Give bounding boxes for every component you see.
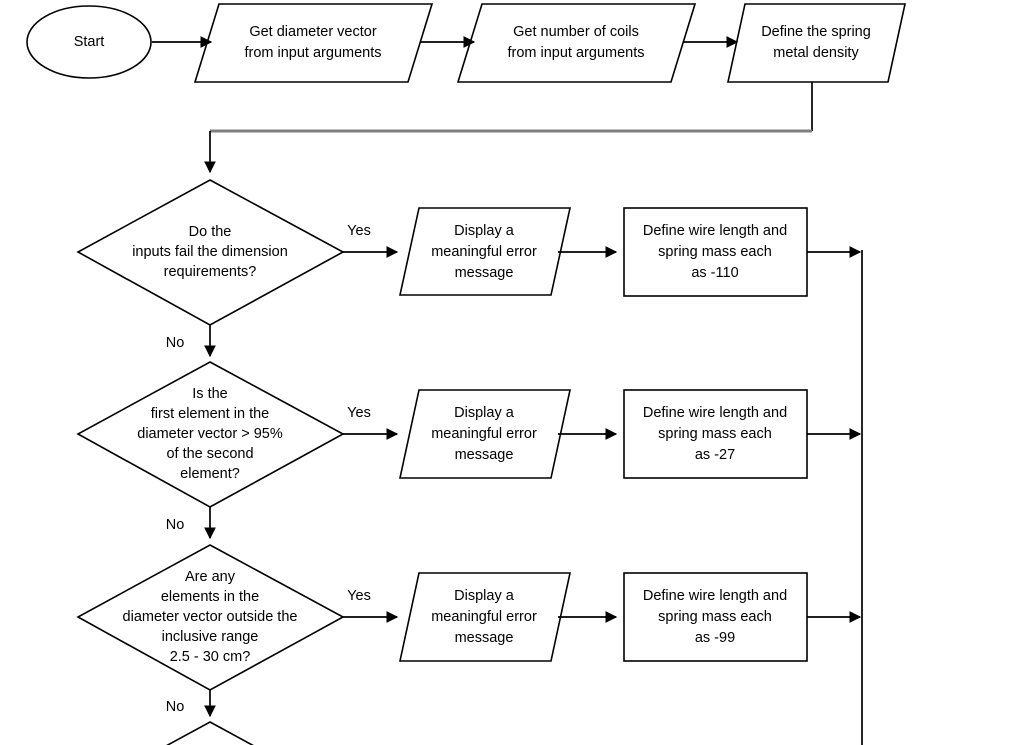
node-display1-line1: Display a [454,223,515,239]
node-decision3-line1: Are any [185,569,236,585]
node-define3-shape[interactable] [623,572,808,662]
node-define3-line3: as -99 [695,630,735,646]
edge-label-no1: No [166,335,185,351]
node-decision3-line5: 2.5 - 30 cm? [170,649,251,665]
node-define2-line2: spring mass each [658,426,772,442]
node-decision2-line3: diameter vector > 95% [137,426,283,442]
node-define-density-line1: Define the spring [761,24,871,40]
node-define-density-shape[interactable] [727,3,906,83]
node-decision4-partial-shape[interactable] [120,721,300,745]
node-get-diameter-shape[interactable] [193,3,434,83]
node-define2-line3: as -27 [695,447,735,463]
node-display2-line3: message [455,447,514,463]
node-display3-line1: Display a [454,588,515,604]
node-decision2-line2: first element in the [151,406,269,422]
node-display1-shape[interactable] [399,207,571,296]
edge-label-no2: No [166,517,185,533]
node-get-coils-shape[interactable] [456,3,697,83]
node-decision3-line3: diameter vector outside the [123,609,298,625]
node-get-diameter-line2: from input arguments [244,45,381,61]
node-display1-line2: meaningful error [431,244,537,260]
node-define3-line2: spring mass each [658,609,772,625]
node-start-shape[interactable] [26,5,152,79]
edge-label-yes1: Yes [347,223,371,239]
node-define2-shape[interactable] [623,389,808,479]
edge-label-no3: No [166,699,185,715]
node-display1-line3: message [455,265,514,281]
node-decision3-line4: inclusive range [162,629,259,645]
node-decision2-line4: of the second [166,446,253,462]
node-display3-line2: meaningful error [431,609,537,625]
node-get-diameter-line1: Get diameter vector [249,24,376,40]
node-define1-line2: spring mass each [658,244,772,260]
node-get-coils-line2: from input arguments [507,45,644,61]
node-define1-line3: as -110 [691,265,738,281]
node-decision1-line1: Do the [189,224,232,240]
node-define1-line1: Define wire length and [643,223,787,239]
node-display3-line3: message [455,630,514,646]
node-display3-shape[interactable] [399,572,571,662]
node-display2-line2: meaningful error [431,426,537,442]
node-decision1-line3: requirements? [164,264,257,280]
node-define2-line1: Define wire length and [643,405,787,421]
node-decision2-line1: Is the [192,386,227,402]
node-decision2-line5: element? [180,466,240,482]
node-define-density-line2: metal density [773,45,859,61]
node-start-label: Start [74,34,105,50]
node-define1-shape[interactable] [623,207,808,297]
edge-label-yes2: Yes [347,405,371,421]
node-display2-line1: Display a [454,405,515,421]
node-define3-line1: Define wire length and [643,588,787,604]
edge-label-yes3: Yes [347,588,371,604]
node-display2-shape[interactable] [399,389,571,479]
node-decision3-line2: elements in the [161,589,259,605]
node-decision1-line2: inputs fail the dimension [132,244,288,260]
node-get-coils-line1: Get number of coils [513,24,639,40]
